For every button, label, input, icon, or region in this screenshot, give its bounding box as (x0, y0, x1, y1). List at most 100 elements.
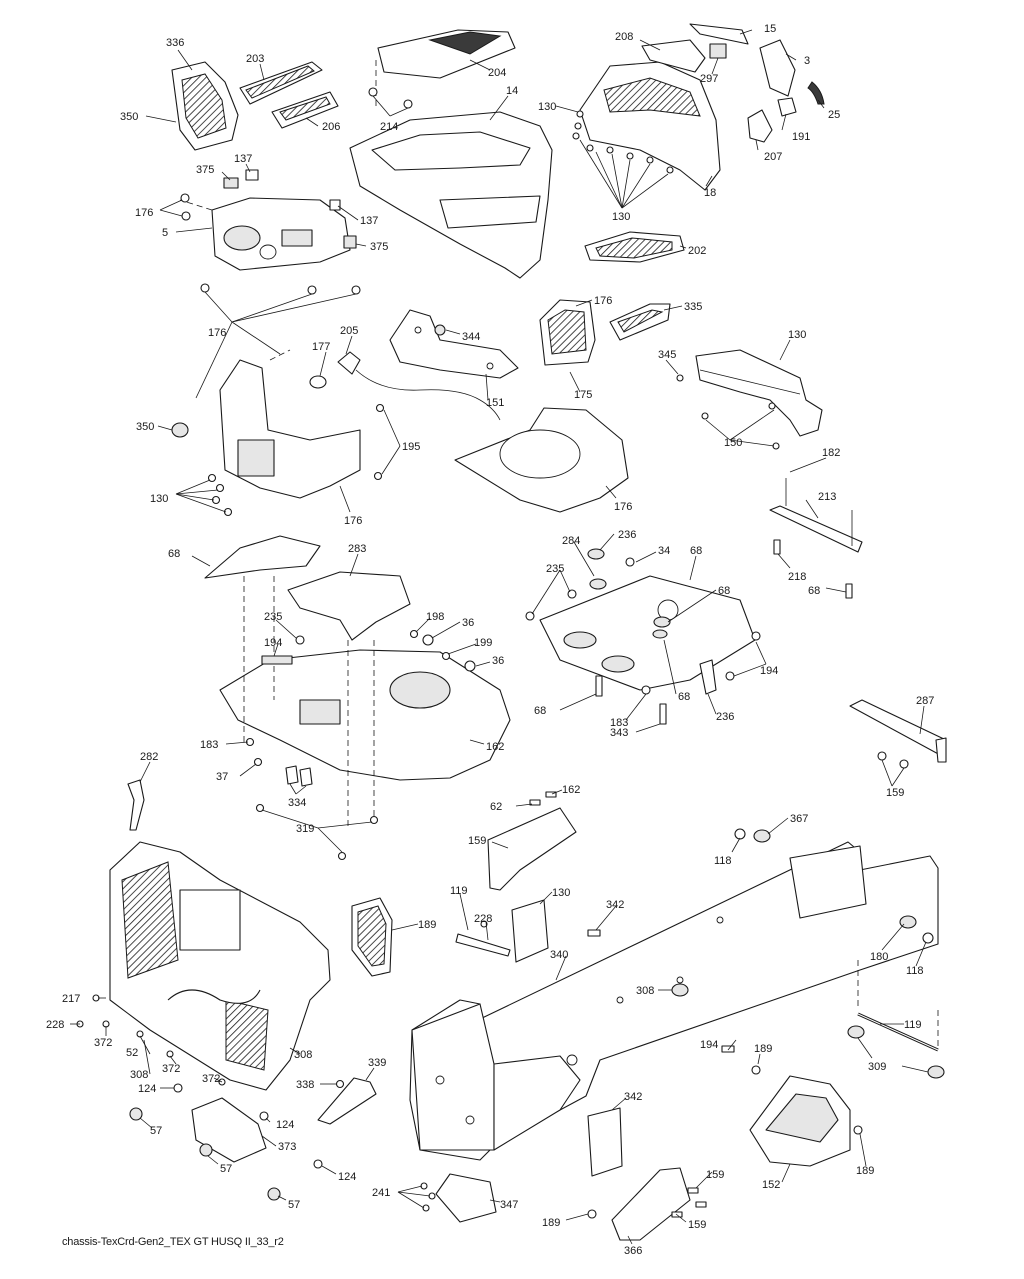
part-151-bracket (695, 349, 823, 437)
label: 68 (534, 705, 546, 717)
part-159-bolts-top (529, 791, 557, 806)
part-37-fender-deck (219, 576, 511, 826)
part-309-front-frame (109, 841, 331, 1091)
label: 342 (606, 899, 624, 911)
label: 159 (688, 1219, 706, 1231)
label: 37 (216, 771, 228, 783)
part-344-cable (337, 351, 501, 421)
label: 342 (624, 1091, 642, 1103)
label: 344 (462, 331, 480, 343)
part-343-bracket (699, 659, 717, 695)
label: 130 (612, 211, 630, 223)
part-214-fastener (368, 87, 413, 117)
part-130-screws-right (676, 374, 780, 450)
label: 14 (506, 85, 518, 97)
label: 124 (338, 1171, 356, 1183)
label: 228 (474, 913, 492, 925)
part-339-lever (317, 1077, 377, 1125)
part-297-clip (709, 43, 727, 59)
label: 34 (658, 545, 670, 557)
label: 68 (808, 585, 820, 597)
label: 309 (868, 1061, 886, 1073)
label: 152 (762, 1179, 780, 1191)
part-15-trim (689, 23, 749, 45)
label: 336 (166, 37, 184, 49)
label: 130 (538, 101, 556, 113)
label: 282 (140, 751, 158, 763)
part-206-grille-insert (271, 91, 339, 129)
label: 68 (690, 545, 702, 557)
part-14-hood (349, 95, 553, 279)
label: 340 (550, 949, 568, 961)
label: 124 (138, 1083, 156, 1095)
label: 308 (130, 1069, 148, 1081)
label: 343 (610, 727, 628, 739)
label: 205 (340, 325, 358, 337)
part-218-strap (769, 478, 863, 553)
label: 119 (450, 885, 468, 897)
label: 297 (700, 73, 718, 85)
label: 151 (486, 397, 504, 409)
part-366-bracket (611, 1167, 691, 1241)
part-number-labels: 336 203 350 206 204 14 214 208 15 3 297 … (46, 23, 934, 1257)
label: 347 (500, 1199, 518, 1211)
label: 228 (46, 1019, 64, 1031)
label: 57 (150, 1125, 162, 1137)
part-177-grommet (434, 324, 446, 336)
label: 5 (162, 227, 168, 239)
part-335-panel (539, 299, 596, 366)
part-284-seat-pan (287, 571, 411, 641)
part-52-bushings (847, 1025, 945, 1079)
label: 375 (370, 241, 388, 253)
part-150-pan (454, 407, 629, 513)
part-204-hood-top (375, 29, 516, 110)
label: 183 (200, 739, 218, 751)
part-180-main-frame (409, 841, 939, 1161)
label: 194 (760, 665, 778, 677)
label: 118 (906, 965, 924, 977)
label: 68 (168, 548, 180, 560)
part-18-front-grille (579, 61, 721, 191)
label: 162 (562, 784, 580, 796)
part-199-clip (261, 655, 293, 665)
part-189-bolts (480, 920, 863, 1219)
label: 130 (150, 493, 168, 505)
part-338-pin (335, 1079, 345, 1089)
label: 68 (678, 691, 690, 703)
label: 191 (792, 131, 810, 143)
label: 177 (312, 341, 330, 353)
part-283-fender-cap (204, 535, 321, 579)
part-152-bracket (749, 1075, 851, 1167)
label: 345 (658, 349, 676, 361)
label: 176 (594, 295, 612, 307)
label: 150 (724, 437, 742, 449)
part-205-trim (609, 303, 671, 341)
label: 3 (804, 55, 810, 67)
label: 189 (856, 1165, 874, 1177)
part-198-screw (295, 635, 305, 645)
part-202-vent (584, 231, 685, 263)
label: 284 (562, 535, 580, 547)
label: 236 (618, 529, 636, 541)
label: 162 (486, 741, 504, 753)
label: 338 (296, 1079, 314, 1091)
label: 235 (264, 611, 282, 623)
label: 57 (220, 1163, 232, 1175)
part-228-pins (587, 929, 735, 1053)
part-176-screws-lower (207, 403, 385, 517)
part-137-clip-b (329, 199, 341, 211)
label: 372 (202, 1073, 220, 1085)
label: 375 (196, 164, 214, 176)
part-137-clip-a (245, 169, 259, 181)
label: 308 (636, 985, 654, 997)
label: 198 (426, 611, 444, 623)
label: 57 (288, 1199, 300, 1211)
part-176-screws (180, 193, 361, 323)
label: 130 (552, 887, 570, 899)
label: 15 (764, 23, 776, 35)
label: 287 (916, 695, 934, 707)
label: 235 (546, 563, 564, 575)
label: 137 (360, 215, 378, 227)
label: 62 (490, 801, 502, 813)
label: 350 (120, 111, 138, 123)
